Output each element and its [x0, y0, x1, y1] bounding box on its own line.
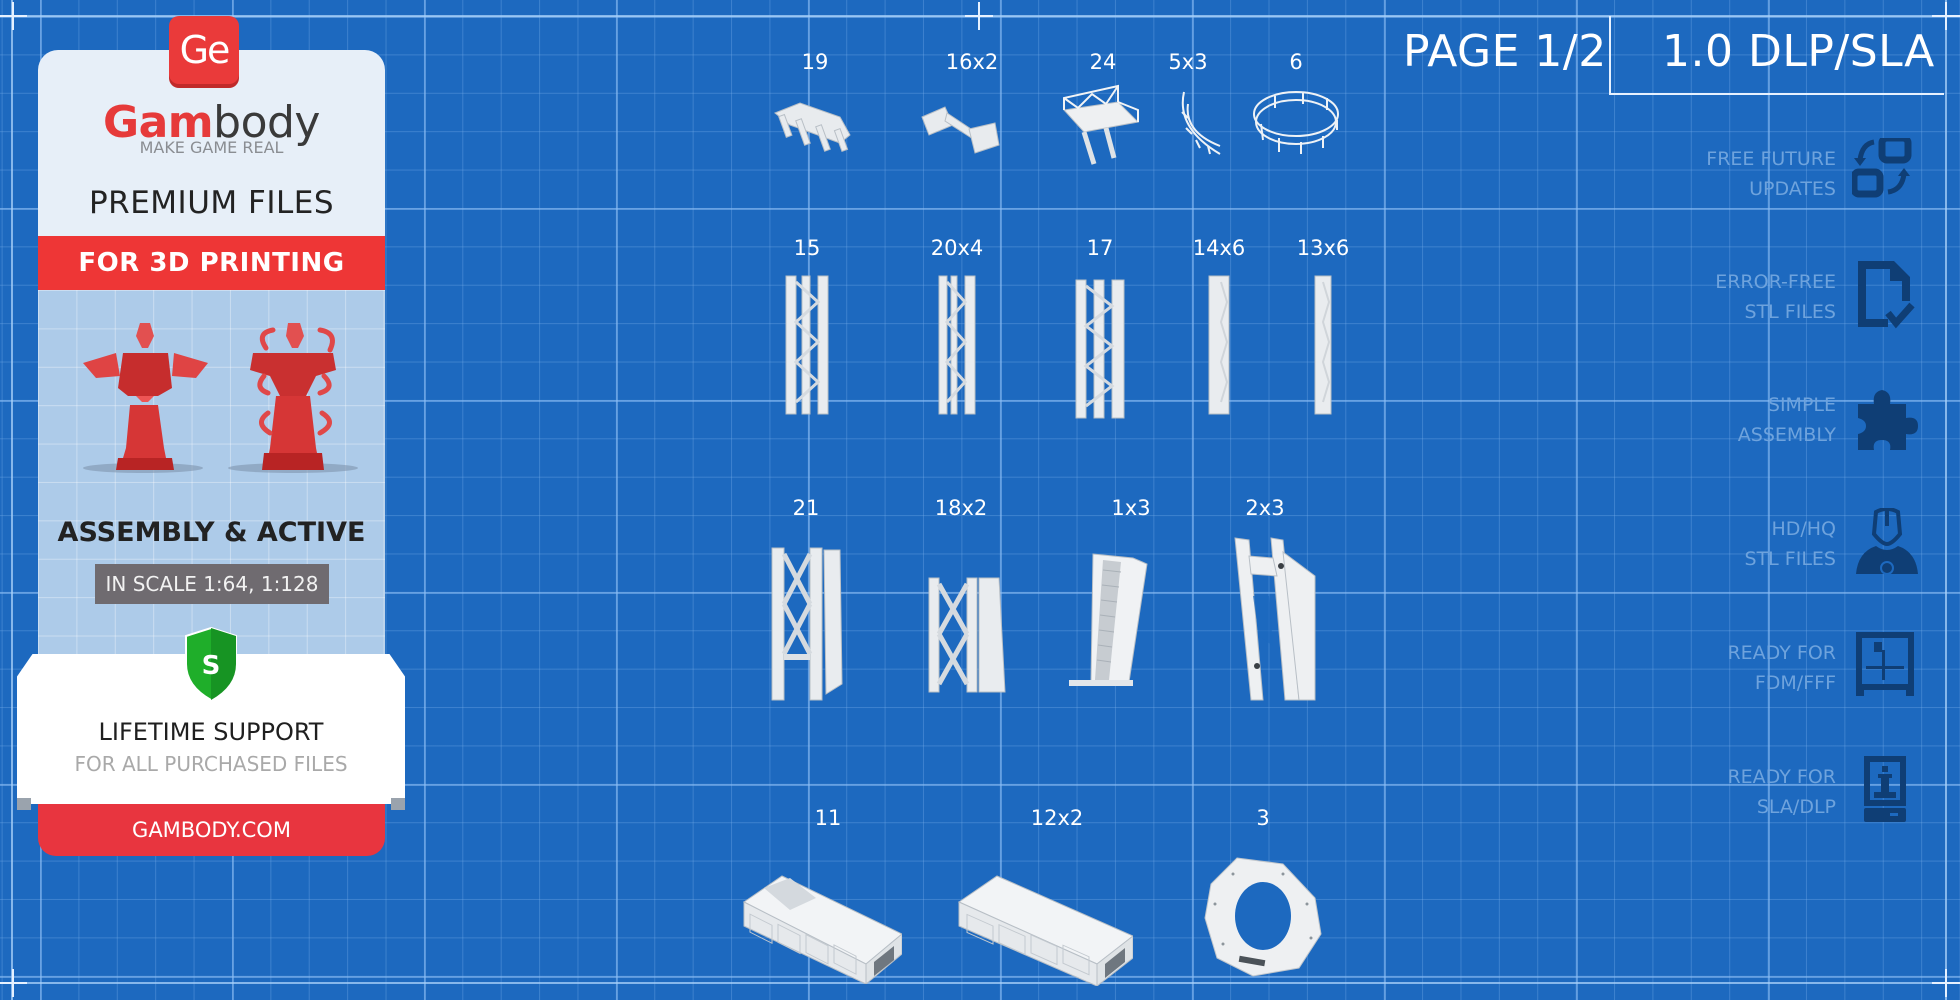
part-count-label: 5x3 [1168, 50, 1208, 74]
part-count-label: 12x2 [1030, 806, 1084, 830]
assembly-active-heading: ASSEMBLY & ACTIVE [57, 517, 366, 548]
part-count-label: 19 [801, 50, 829, 74]
ribbon-fold-right [391, 798, 405, 810]
updates-icon [1852, 138, 1912, 198]
premium-files-heading: PREMIUM FILES [88, 185, 334, 221]
module-box-icon [957, 875, 1133, 986]
brand-part-1: Gam [103, 97, 214, 148]
truss-column-icon [785, 275, 829, 415]
thin-column-icon [1208, 275, 1230, 415]
part-count-label: 6 [1289, 50, 1303, 74]
part-count-label: 21 [792, 496, 820, 520]
brand-wordmark: Gambody [38, 98, 385, 148]
crosshair-bottom-right-icon [1932, 969, 1960, 997]
gambody-website-link[interactable]: GAMBODY.COM [38, 804, 385, 856]
x-brace-tower-short-icon [928, 577, 1006, 693]
part-count-label: 14x6 [1192, 236, 1246, 260]
crosshair-top-right-icon [1932, 2, 1960, 30]
part-count-label: 18x2 [934, 496, 988, 520]
frame-left-line [11, 0, 13, 1000]
crosshair-top-center-icon [965, 2, 993, 30]
bracket-frame-icon [774, 102, 851, 153]
part-count-label: 13x6 [1296, 236, 1350, 260]
gambody-logo-badge: Ge [169, 16, 239, 84]
page-indicator: PAGE 1/2 [1403, 26, 1607, 77]
hero-bust-icon [1856, 508, 1918, 575]
truss-column-icon [1075, 279, 1125, 419]
part-count-label: 17 [1086, 236, 1114, 260]
card-header: Ge Gambody MAKE GAME REAL PREMIUM FILES … [38, 16, 385, 290]
crosshair-top-left-icon [0, 2, 27, 30]
rail-arc-icon [1181, 91, 1221, 155]
assembly-figures-icon [83, 323, 358, 473]
version-box [1609, 16, 1944, 95]
scale-tag: IN SCALE 1:64, 1:128 [95, 564, 329, 604]
lifetime-support-subtitle: FOR ALL PURCHASED FILES [74, 752, 348, 776]
lifetime-support-title: LIFETIME SUPPORT [98, 718, 324, 746]
promo-card: Ge Gambody MAKE GAME REAL PREMIUM FILES … [17, 16, 405, 856]
part-count-label: 11 [814, 806, 842, 830]
for-3d-printing-banner: FOR 3D PRINTING [38, 236, 385, 290]
thin-column-icon [1314, 275, 1332, 415]
rail-ring-icon [1253, 91, 1339, 154]
ribbon-fold-left [17, 798, 31, 810]
sla-printer-icon [1864, 756, 1906, 822]
svg-text:S: S [202, 651, 221, 681]
frame-bottom-line [0, 982, 1960, 984]
part-count-label: 2x3 [1245, 496, 1285, 520]
bracket-pair-icon [921, 106, 1000, 154]
part-count-label: 20x4 [930, 236, 984, 260]
brand-part-2: body [213, 97, 320, 148]
shield-icon: S [185, 626, 237, 702]
x-brace-tower-icon [771, 547, 843, 701]
part-count-label: 1x3 [1111, 496, 1151, 520]
fdm-printer-icon [1856, 632, 1914, 696]
part-count-label: 3 [1256, 806, 1270, 830]
platform-icon [1062, 84, 1140, 165]
crosshair-bottom-left-icon [0, 969, 27, 997]
version-label: 1.0 DLP/SLA [1662, 26, 1935, 77]
ring-plate-icon [1204, 857, 1322, 977]
puzzle-icon [1858, 390, 1918, 450]
brand-tagline: MAKE GAME REAL [139, 138, 284, 157]
frame-right-line [1945, 0, 1947, 1000]
stairway-icon [1069, 553, 1148, 686]
truss-column-icon [938, 275, 976, 415]
angled-frame-icon [1234, 537, 1316, 701]
part-count-label: 16x2 [945, 50, 999, 74]
file-check-icon [1858, 261, 1915, 329]
part-count-label: 24 [1089, 50, 1117, 74]
part-count-label: 15 [793, 236, 821, 260]
module-box-open-icon [743, 875, 902, 984]
